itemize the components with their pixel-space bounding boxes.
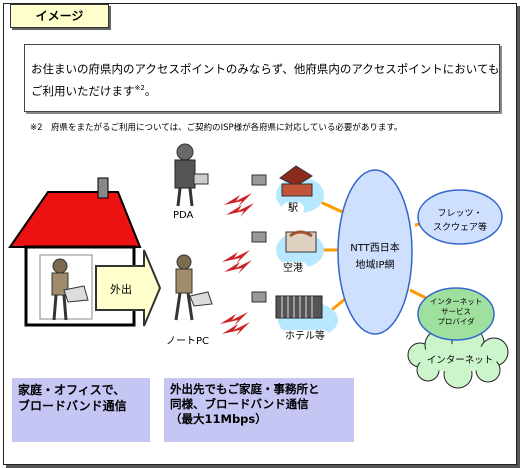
internet-cloud-fill [418,344,498,372]
bottom-right-box: 外出先でもご家庭・事務所と 同様、ブロードバンド通信 （最大11Mbps） [164,378,354,442]
isp-oval [417,287,495,341]
notepc-device [189,291,213,307]
ntt-label-line-2: 地域IP網 [355,260,395,271]
pda-device [193,173,209,185]
house-chimney [97,177,109,199]
access-point-devices [251,174,267,303]
bottom-right-line-2: 同様、ブロードバンド通信 [170,397,309,411]
signal-hotel-2 [222,322,250,336]
description-line-1: お住まいの府県内のアクセスポイントのみならず、他府県内のアクセスポイントにおいて… [31,62,500,76]
airport-building [285,230,317,253]
home-laptop [63,285,89,303]
signal-station-2 [226,203,254,217]
signal-airport-2 [224,260,252,274]
description-line-2: ご利用いただけます※2。 [31,83,156,99]
going-out-arrow [95,249,162,327]
internet-label: インターネット [426,355,494,366]
hotel-label: ホテル等 [280,330,330,344]
flets-oval [417,189,503,245]
going-out-label: 外出 [110,283,132,296]
ntt-label-line-1: NTT西日本 [350,243,400,254]
house-roof [8,191,142,248]
pda-user-figure [174,143,209,207]
wireless-signals [220,193,254,336]
flets-label-line-2: スクウェア等 [432,223,487,233]
notepc-user-figure [174,254,213,321]
station-building [279,165,313,197]
bottom-right-line-3: （最大11Mbps） [170,412,267,426]
bottom-left-box: 家庭・オフィスで、 ブロードバンド通信 [12,378,150,442]
description-box: お住まいの府県内のアクセスポイントのみならず、他府県内のアクセスポイントにおいて… [24,44,500,112]
ap-device-hotel [251,291,267,303]
description-note-mark: ※2 [134,84,145,93]
hotel-building [275,295,323,319]
station-label: 駅 [282,202,304,216]
signal-hotel-1 [220,312,248,326]
ap-device-station [251,174,267,186]
pda-label: PDA [173,210,194,221]
notepc-label: ノートPC [166,336,210,347]
signal-airport-1 [222,250,250,264]
footnote: ※2 府県をまたがるご利用については、ご契約のISP様が各府県に対応している必要… [30,123,403,133]
isp-label-line-1: インターネット [429,297,483,306]
image-tab-label: イメージ [10,4,109,28]
description-line-2-text: ご利用いただけます [31,84,135,98]
description-line-2-end: 。 [144,84,157,98]
flets-label-line-1: フレッツ・ [437,209,483,219]
home-user-figure [51,258,89,321]
isp-label-line-2: サービス [441,307,471,316]
signal-station-1 [224,193,252,207]
ntt-network-oval [337,169,413,335]
bottom-right-line-1: 外出先でもご家庭・事務所と [170,382,320,396]
bottom-left-line-1: 家庭・オフィスで、 [18,383,126,397]
airport-label: 空港 [278,262,308,276]
bottom-left-line-2: ブロードバンド通信 [18,399,127,413]
ap-device-airport [251,231,267,243]
isp-label-line-3: プロバイダ [437,317,475,326]
